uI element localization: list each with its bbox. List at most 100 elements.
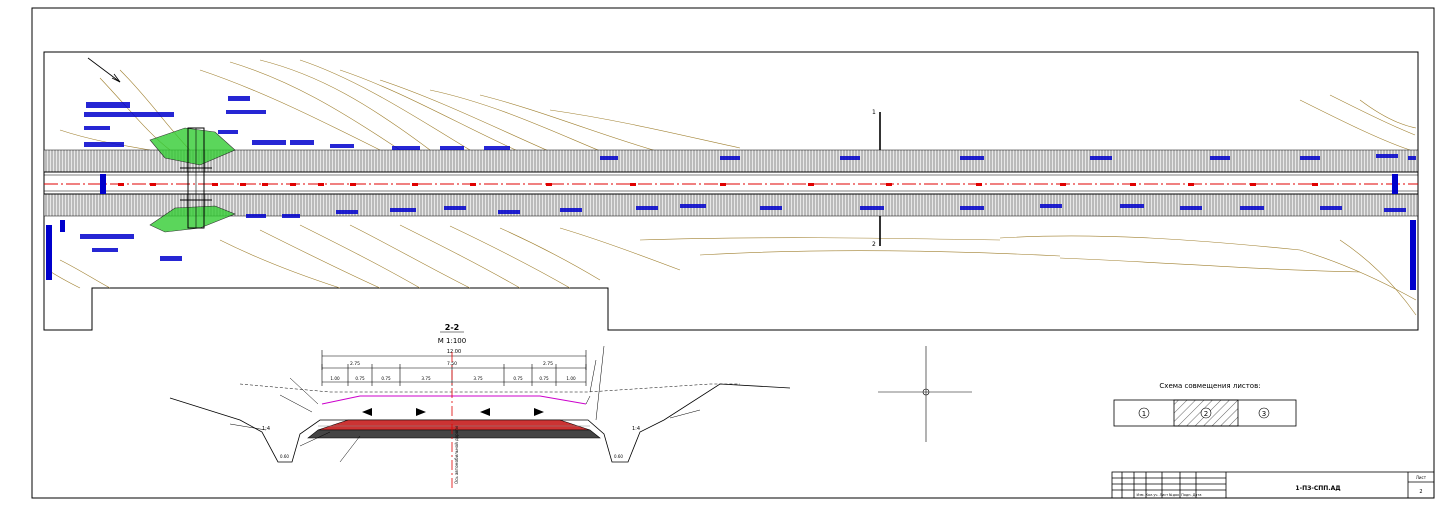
station-mark xyxy=(290,183,296,186)
left-side-label xyxy=(46,225,52,280)
cut-mark-label: 2 xyxy=(872,241,876,248)
annotation-block xyxy=(290,140,314,145)
annotation-block xyxy=(440,146,464,150)
annotation-block xyxy=(600,156,618,160)
dimension-row-1: 2.75 7.50 2.75 xyxy=(350,361,553,367)
ditch-bottom-right: 0.60 xyxy=(614,454,623,459)
annotation-block xyxy=(1376,154,1398,158)
overall-width: 12.00 xyxy=(447,349,461,355)
left-side-label-2 xyxy=(60,220,65,232)
station-mark xyxy=(150,183,156,186)
annotation-block xyxy=(680,204,706,208)
dimension-label: 2.75 xyxy=(543,361,553,367)
cut-mark-label: 1 xyxy=(872,109,876,116)
roadway xyxy=(43,171,1419,195)
annotation-block xyxy=(1210,156,1230,160)
annotation-block xyxy=(560,208,582,212)
top-hatch-lines xyxy=(45,150,1418,172)
annotation-block xyxy=(840,156,860,160)
annotation-block xyxy=(246,214,266,218)
title-block-headers: Изм. Кол.уч. Лист №док. Подп. Дата xyxy=(1137,493,1202,497)
annotation-block xyxy=(1180,206,1202,210)
annotation-block xyxy=(252,140,286,145)
sheet-label: Лист xyxy=(1416,475,1427,480)
annotation-block xyxy=(636,206,658,210)
annotation-block xyxy=(1320,206,1342,210)
annotation-block xyxy=(1408,156,1416,160)
leader-lines xyxy=(229,345,701,463)
scheme-title: Схема совмещения листов: xyxy=(1159,382,1260,390)
dimension-label: 1.00 xyxy=(330,376,340,381)
dimension-label: 7.50 xyxy=(447,361,457,367)
ground-line-dashed xyxy=(239,383,740,393)
annotation-block xyxy=(282,214,300,218)
right-side-label xyxy=(1410,220,1416,290)
annotation-block xyxy=(1384,208,1406,212)
annotation-block xyxy=(392,146,420,150)
station-mark xyxy=(350,183,356,186)
cut-line-1-1: 1 xyxy=(872,109,881,150)
annotation-block xyxy=(80,234,134,239)
dimension-label: 0.75 xyxy=(381,376,391,381)
plan-frame xyxy=(43,51,1419,331)
station-mark xyxy=(976,183,982,186)
scheme-cell-2: 2 xyxy=(1204,410,1208,418)
station-mark xyxy=(1060,183,1066,186)
annotation-block xyxy=(86,102,130,108)
station-mark xyxy=(262,183,268,186)
station-mark xyxy=(240,183,246,186)
north-arrow-icon xyxy=(87,57,121,83)
dimension-label: 3.75 xyxy=(421,376,431,381)
terrain-contours xyxy=(47,59,1417,316)
slope-right: 1:4 xyxy=(632,426,640,432)
sheet-scheme: Схема совмещения листов: 1 2 3 xyxy=(1113,382,1297,427)
slope-arrows xyxy=(362,408,544,416)
dimension-label: 0.75 xyxy=(355,376,365,381)
station-mark xyxy=(118,183,124,186)
blue-annotations xyxy=(80,96,1416,261)
annotation-block xyxy=(1120,204,1144,208)
station-mark xyxy=(546,183,552,186)
shoulder-hatch xyxy=(321,395,587,405)
station-mark xyxy=(1130,183,1136,186)
dimension-label: 0.75 xyxy=(539,376,549,381)
station-mark xyxy=(470,183,476,186)
annotation-block xyxy=(960,206,984,210)
crosshair-icon xyxy=(878,346,972,442)
annotation-block xyxy=(960,156,984,160)
annotation-block xyxy=(498,210,520,214)
annotation-block xyxy=(1240,206,1264,210)
annotation-block xyxy=(444,206,466,210)
station-mark xyxy=(212,183,218,186)
sheet-outer-frame xyxy=(31,7,1435,499)
annotation-block xyxy=(226,110,266,114)
cross-section-2-2: 2-2 М 1:100 12.00 2.75 7.50 2.75 1.00 0.75 0… xyxy=(169,323,791,488)
ground-line xyxy=(169,383,791,463)
annotation-block xyxy=(1040,204,1062,208)
dimension-label: 2.75 xyxy=(350,361,360,367)
scheme-cell-3: 3 xyxy=(1262,410,1266,418)
axis-label: Ось автомобильной дороги xyxy=(454,426,459,484)
station-mark xyxy=(630,183,636,186)
scheme-cell-1: 1 xyxy=(1142,410,1146,418)
end-mark-right xyxy=(1392,174,1398,194)
annotation-block xyxy=(860,206,884,210)
section-scale: М 1:100 xyxy=(438,337,466,345)
annotation-block xyxy=(336,210,358,214)
annotation-block xyxy=(218,130,238,134)
subgrade-layer xyxy=(307,429,601,439)
ditch-bottom-left: 0.60 xyxy=(280,454,289,459)
station-mark xyxy=(412,183,418,186)
annotation-block xyxy=(1090,156,1112,160)
annotation-block xyxy=(1300,156,1320,160)
annotation-block xyxy=(84,112,174,117)
sheet-number: 2 xyxy=(1419,489,1422,495)
title-block-code: 1-ПЗ-СПП.АД xyxy=(1295,485,1340,492)
dimension-label: 1.00 xyxy=(566,376,576,381)
annotation-block xyxy=(760,206,782,210)
section-title: 2-2 xyxy=(445,323,459,332)
annotation-block xyxy=(484,146,510,150)
station-mark xyxy=(1188,183,1194,186)
